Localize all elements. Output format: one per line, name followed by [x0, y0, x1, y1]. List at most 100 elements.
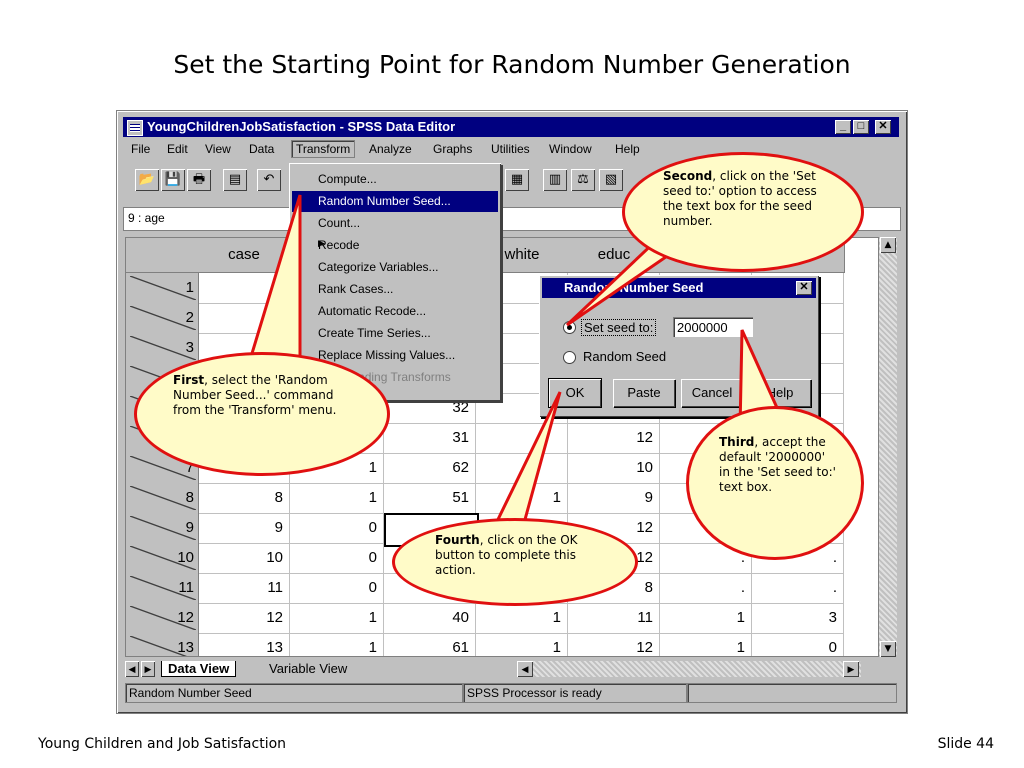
transform-menu-item[interactable]: Rank Cases...: [292, 279, 498, 300]
table-cell[interactable]: 40: [384, 603, 476, 634]
menu-graphs[interactable]: Graphs: [433, 142, 473, 156]
table-cell[interactable]: 0: [290, 543, 384, 574]
table-cell[interactable]: .: [752, 573, 844, 604]
transform-menu-item[interactable]: Count...: [292, 213, 498, 234]
transform-menu-item[interactable]: Compute...: [292, 169, 498, 190]
row-header[interactable]: 7: [126, 453, 199, 484]
tab-variable-view[interactable]: Variable View: [269, 661, 348, 676]
table-cell[interactable]: 61: [384, 633, 476, 656]
table-cell[interactable]: 3: [752, 603, 844, 634]
menu-item-label: Random Number Seed...: [318, 194, 451, 208]
menu-bar: File Edit View Data Transform Analyze Gr…: [123, 139, 899, 159]
table-cell[interactable]: 1: [290, 603, 384, 634]
row-header[interactable]: 13: [126, 633, 199, 656]
insert-case-icon[interactable]: ▦: [505, 169, 529, 191]
table-cell[interactable]: 9: [198, 513, 290, 544]
row-header[interactable]: 10: [126, 543, 199, 574]
table-cell[interactable]: .: [660, 573, 752, 604]
table-cell[interactable]: 11: [568, 603, 660, 634]
row-header[interactable]: 9: [126, 513, 199, 544]
dialog-recall-icon[interactable]: ▤: [223, 169, 247, 191]
table-cell[interactable]: 62: [384, 453, 476, 484]
transform-menu-item[interactable]: Random Number Seed...: [292, 191, 498, 212]
menu-analyze[interactable]: Analyze: [369, 142, 412, 156]
slide-number: Slide 44: [937, 736, 994, 752]
table-cell[interactable]: .: [752, 543, 844, 574]
print-icon[interactable]: 🖶: [187, 169, 211, 191]
table-cell[interactable]: 12: [198, 603, 290, 634]
select-cases-icon[interactable]: ▧: [599, 169, 623, 191]
cell-reference: 9 : age: [128, 211, 165, 225]
maximize-button[interactable]: □: [853, 120, 869, 134]
table-cell[interactable]: 10: [568, 453, 660, 484]
vertical-scrollbar[interactable]: ▲ ▼: [879, 237, 897, 657]
cancel-button[interactable]: Cancel: [681, 379, 743, 407]
table-cell[interactable]: 8: [568, 573, 660, 604]
transform-menu-item[interactable]: Recode▶: [292, 235, 498, 256]
table-cell[interactable]: 1: [660, 603, 752, 634]
table-cell[interactable]: 12: [568, 633, 660, 656]
row-header[interactable]: 3: [126, 333, 199, 364]
row-header[interactable]: 8: [126, 483, 199, 514]
table-cell[interactable]: 0: [752, 633, 844, 656]
tab-scroll-left-icon[interactable]: ◀: [125, 661, 139, 677]
undo-icon[interactable]: ↶: [257, 169, 281, 191]
table-cell[interactable]: 1: [476, 603, 568, 634]
menu-window[interactable]: Window: [549, 142, 592, 156]
tab-data-view[interactable]: Data View: [161, 661, 237, 677]
save-icon[interactable]: 💾: [161, 169, 185, 191]
scroll-left-icon[interactable]: ◀: [517, 661, 533, 677]
menu-edit[interactable]: Edit: [167, 142, 188, 156]
cell-value: 0: [368, 579, 377, 596]
open-folder-icon[interactable]: 📂: [135, 169, 159, 191]
table-cell[interactable]: 8: [198, 483, 290, 514]
row-header[interactable]: 1: [126, 273, 199, 304]
table-cell[interactable]: 10: [198, 543, 290, 574]
row-header[interactable]: 11: [126, 573, 199, 604]
table-cell[interactable]: 31: [384, 423, 476, 454]
table-cell[interactable]: 1: [476, 633, 568, 656]
menu-data[interactable]: Data: [249, 142, 275, 156]
close-button[interactable]: ✕: [875, 120, 891, 134]
scroll-up-icon[interactable]: ▲: [880, 237, 896, 253]
random-seed-radio[interactable]: [563, 351, 576, 364]
table-cell[interactable]: 32: [384, 393, 476, 424]
scroll-down-icon[interactable]: ▼: [880, 641, 896, 657]
minimize-button[interactable]: _: [835, 120, 851, 134]
menu-view[interactable]: View: [205, 142, 231, 156]
transform-menu-item[interactable]: Automatic Recode...: [292, 301, 498, 322]
table-cell[interactable]: 0: [290, 513, 384, 544]
table-cell[interactable]: 13: [198, 633, 290, 656]
table-cell[interactable]: 1: [290, 633, 384, 656]
transform-menu-item[interactable]: Replace Missing Values...: [292, 345, 498, 366]
transform-menu-item[interactable]: Categorize Variables...: [292, 257, 498, 278]
menu-file[interactable]: File: [131, 142, 151, 156]
seed-value-field[interactable]: 2000000: [673, 317, 753, 337]
weight-cases-icon[interactable]: ⚖: [571, 169, 595, 191]
menu-help[interactable]: Help: [615, 142, 640, 156]
transform-menu-item[interactable]: Create Time Series...: [292, 323, 498, 344]
set-seed-label[interactable]: Set seed to:: [581, 319, 657, 336]
row-header[interactable]: 12: [126, 603, 199, 634]
tab-scroll-right-icon[interactable]: ▶: [141, 661, 155, 677]
column-header[interactable]: case: [198, 238, 291, 273]
table-cell[interactable]: [476, 423, 568, 454]
random-seed-label[interactable]: Random Seed: [583, 349, 667, 364]
paste-button[interactable]: Paste: [613, 379, 675, 407]
table-cell[interactable]: 1: [290, 483, 384, 514]
table-cell[interactable]: 1: [660, 633, 752, 656]
menu-transform[interactable]: Transform: [291, 140, 356, 158]
table-cell[interactable]: .: [660, 543, 752, 574]
table-cell[interactable]: 9: [568, 483, 660, 514]
row-header[interactable]: 2: [126, 303, 199, 334]
table-cell[interactable]: 12: [568, 423, 660, 454]
menu-utilities[interactable]: Utilities: [491, 142, 530, 156]
scroll-right-icon[interactable]: ▶: [843, 661, 859, 677]
dialog-close-button[interactable]: ✕: [796, 281, 812, 295]
window-titlebar[interactable]: YoungChildrenJobSatisfaction - SPSS Data…: [123, 117, 899, 137]
table-cell[interactable]: 1: [290, 453, 384, 484]
table-cell[interactable]: 0: [290, 573, 384, 604]
horizontal-scrollbar[interactable]: ◀ ▶: [517, 661, 861, 677]
split-file-icon[interactable]: ▥: [543, 169, 567, 191]
table-cell[interactable]: 11: [198, 573, 290, 604]
